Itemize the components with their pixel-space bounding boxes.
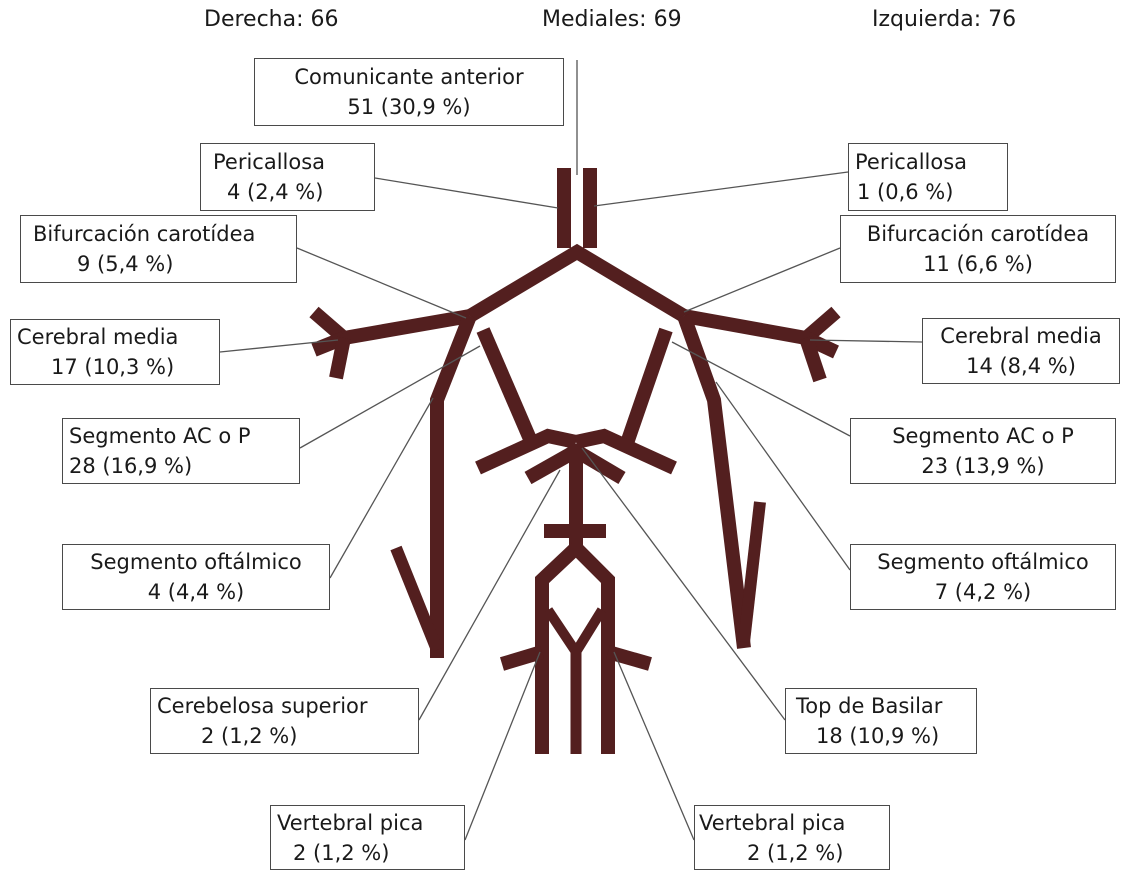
leader-acop-right: [300, 346, 480, 448]
label-cerebral-media-right: Cerebral media 17 (10,3 %): [10, 319, 220, 385]
cerebelosa-superior-left-vessel: [578, 452, 622, 478]
header-medial-count: Mediales: 69: [542, 6, 682, 34]
leader-vertebral-pica-left: [614, 652, 694, 840]
label-segmento-acop-left: Segmento AC o P 23 (13,9 %): [850, 418, 1116, 484]
label-pericallosa-right: Pericallosa 4 (2,4 %): [200, 143, 375, 211]
cerebral-media-left-vessel: [684, 316, 806, 338]
leader-acop-left: [672, 342, 850, 436]
carotida-left-vessel: [684, 316, 744, 648]
label-cerebral-media-left: Cerebral media 14 (8,4 %): [922, 318, 1120, 384]
leader-pericallosa-right: [375, 178, 558, 208]
label-pericallosa-left: Pericallosa 1 (0,6 %): [848, 143, 1008, 211]
vertebral-inner-v: [548, 610, 602, 652]
comunicante-posterior-left: [626, 330, 666, 446]
leader-pericallosa-left: [594, 172, 848, 206]
header-left-count: Izquierda: 76: [872, 6, 1016, 34]
label-comunicante-anterior: Comunicante anterior 51 (30,9 %): [254, 58, 564, 126]
label-cerebelosa-superior: Cerebelosa superior 2 (1,2 %): [150, 688, 419, 754]
label-segmento-oftalmico-left: Segmento oftálmico 7 (4,2 %): [850, 544, 1116, 610]
header-right-count: Derecha: 66: [204, 6, 339, 34]
leader-bifurcacion-right: [297, 248, 466, 318]
comunicante-posterior-right: [483, 330, 533, 446]
label-bifurcacion-carotidea-right: Bifurcación carotídea 9 (5,4 %): [20, 215, 297, 283]
cerebral-media-right-branch-3: [336, 338, 344, 378]
oftalmica-left-vessel: [744, 502, 760, 642]
label-bifurcacion-carotidea-left: Bifurcación carotídea 11 (6,6 %): [840, 215, 1116, 283]
leader-oftalmico-right: [330, 398, 433, 578]
a1-segments: [470, 252, 684, 316]
label-vertebral-pica-right: Vertebral pica 2 (1,2 %): [270, 805, 465, 870]
cerebral-media-right-vessel: [344, 316, 470, 338]
cerebelosa-superior-right-vessel: [528, 452, 574, 478]
label-segmento-oftalmico-right: Segmento oftálmico 4 (4,4 %): [62, 544, 330, 610]
leader-bifurcacion-left: [684, 248, 840, 312]
label-vertebral-pica-left: Vertebral pica 2 (1,2 %): [694, 805, 890, 870]
label-segmento-acop-right: Segmento AC o P 28 (16,9 %): [62, 418, 300, 484]
leader-vertebral-pica-right: [465, 652, 540, 840]
label-top-basilar: Top de Basilar 18 (10,9 %): [785, 688, 977, 754]
